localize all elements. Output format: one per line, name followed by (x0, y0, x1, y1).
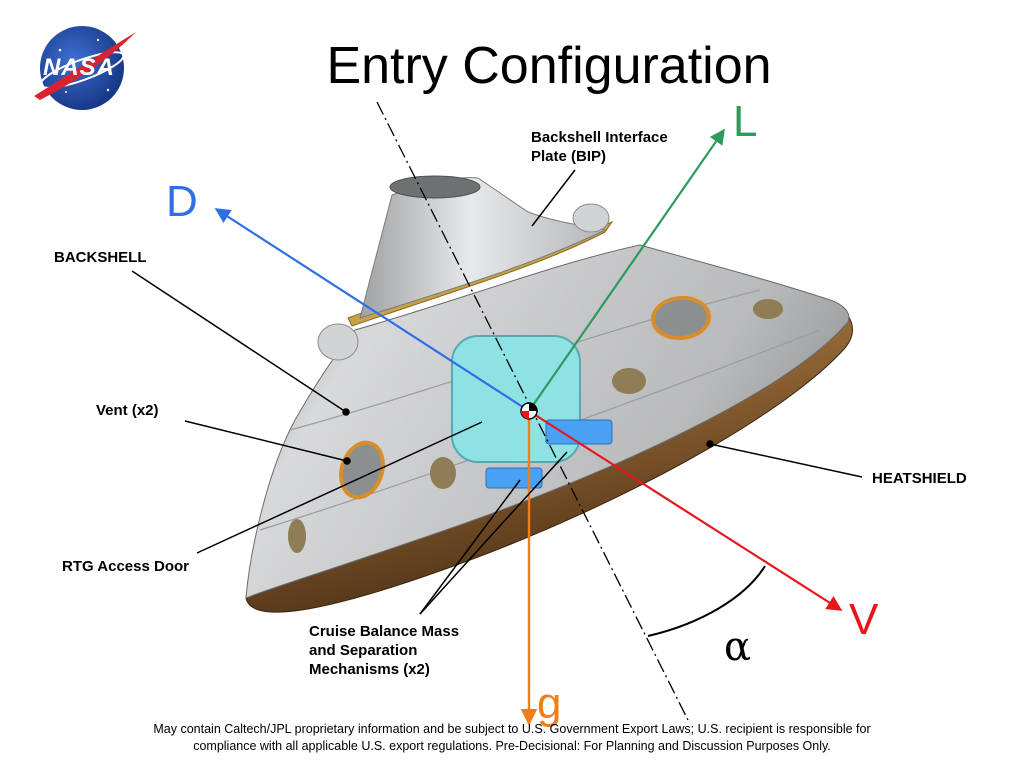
alpha-arc (647, 565, 766, 637)
label-cruise-line1: Cruise Balance Mass (309, 623, 460, 640)
vent-left (339, 440, 385, 500)
footer-disclaimer: May contain Caltech/JPL proprietary info… (60, 721, 964, 755)
velocity-vector (528, 410, 843, 611)
capsule-body (245, 175, 853, 613)
leader-lines (131, 169, 863, 615)
footer-line2: compliance with all applicable U.S. expo… (193, 739, 831, 753)
nasa-logo (34, 26, 136, 110)
cruise-mechanism-left (485, 467, 543, 489)
drag-vector (214, 208, 530, 412)
lift-label: L (733, 97, 758, 146)
footer-line1: May contain Caltech/JPL proprietary info… (153, 722, 871, 736)
label-backshell: BACKSHELL (54, 249, 147, 266)
vent-right (651, 295, 711, 341)
nasa-logo-text: NASA (43, 54, 116, 81)
cruise-mechanism-right (545, 419, 613, 445)
page-title: Entry Configuration (326, 37, 772, 95)
gravity-label: g (537, 679, 562, 728)
label-cruise-line2: and Separation (309, 642, 418, 659)
angle-of-attack-symbol: α (724, 624, 752, 670)
label-bip-line2: Plate (BIP) (531, 148, 607, 165)
drag-label: D (166, 177, 198, 226)
label-vent: Vent (x2) (96, 402, 159, 419)
label-cruise-mechanisms: Cruise Balance Mass and Separation Mecha… (309, 622, 459, 679)
lift-vector (528, 128, 725, 412)
label-heatshield: HEATSHIELD (872, 470, 967, 487)
label-bip-line1: Backshell Interface (531, 129, 668, 146)
label-rtg-access-door: RTG Access Door (62, 558, 189, 575)
label-cruise-line3: Mechanisms (x2) (309, 661, 430, 678)
velocity-label: V (849, 595, 879, 644)
cone-top (389, 175, 481, 199)
label-bip: Backshell Interface Plate (BIP) (531, 128, 668, 166)
